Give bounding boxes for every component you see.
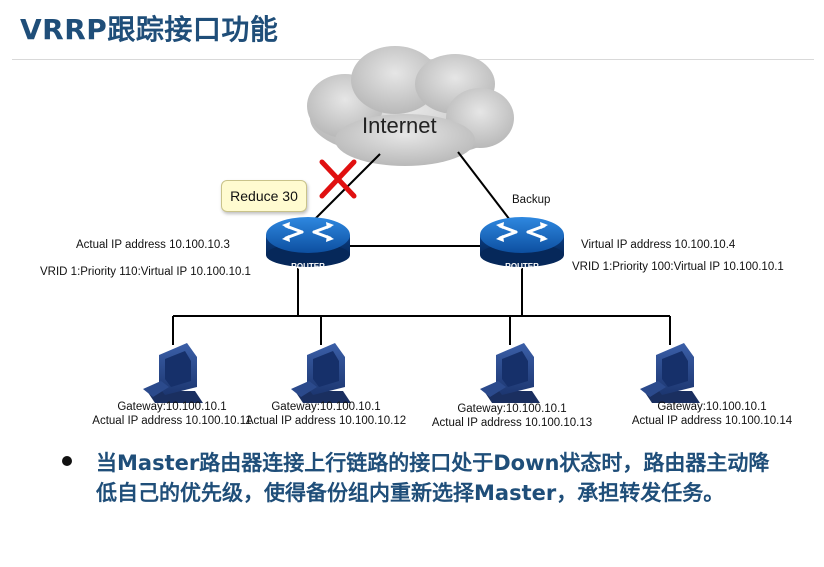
link-failure-cross-icon <box>319 159 357 199</box>
host-3-pc-icon <box>480 343 540 403</box>
backup-vrid: VRID 1:Priority 100:Virtual IP 10.100.10… <box>572 261 784 273</box>
link-backup-internet <box>457 151 511 221</box>
backup-label: Backup <box>512 194 551 206</box>
bullet-dot-icon <box>62 456 72 466</box>
host-1-label: Gateway:10.100.10.1 Actual IP address 10… <box>72 400 272 428</box>
master-actual-ip: Actual IP address 10.100.10.3 <box>76 239 230 251</box>
internet-cloud <box>307 46 514 166</box>
host-4-gateway: Gateway:10.100.10.1 <box>657 401 767 413</box>
master-router-icon: ROUTER <box>264 215 352 271</box>
bullet-text: 当Master路由器连接上行链路的接口处于Down状态时，路由器主动降低自己的优… <box>96 451 770 505</box>
host-1-actual-ip: Actual IP address 10.100.10.11 <box>92 415 252 427</box>
backup-router-icon: ROUTER <box>478 215 566 271</box>
master-vrid: VRID 1:Priority 110:Virtual IP 10.100.10… <box>40 266 251 278</box>
host-2-pc-icon <box>291 343 351 403</box>
reduce-priority-callout: Reduce 30 <box>221 180 307 212</box>
backup-virtual-ip: Virtual IP address 10.100.10.4 <box>581 239 736 251</box>
page-title: VRRP跟踪接口功能 <box>20 13 279 46</box>
host-3-label: Gateway:10.100.10.1 Actual IP address 10… <box>412 402 612 430</box>
host-4-actual-ip: Actual IP address 10.100.10.14 <box>631 415 793 427</box>
master-router-label: ROUTER <box>291 262 325 271</box>
backup-router-label: ROUTER <box>505 262 539 271</box>
host-2-gateway: Gateway:10.100.10.1 <box>271 401 381 413</box>
host-1-gateway: Gateway:10.100.10.1 <box>117 401 227 413</box>
internet-label: Internet <box>362 113 437 138</box>
bullet-point: 当Master路由器连接上行链路的接口处于Down状态时，路由器主动降低自己的优… <box>62 448 782 508</box>
host-1-pc-icon <box>143 343 203 403</box>
host-4-label: Gateway:10.100.10.1 Actual IP address 10… <box>612 400 812 428</box>
host-2-actual-ip: Actual IP address 10.100.10.12 <box>245 415 407 427</box>
host-3-gateway: Gateway:10.100.10.1 <box>457 403 567 415</box>
host-3-actual-ip: Actual IP address 10.100.10.13 <box>431 417 593 429</box>
host-2-label: Gateway:10.100.10.1 Actual IP address 10… <box>226 400 426 428</box>
host-4-pc-icon <box>640 343 700 403</box>
